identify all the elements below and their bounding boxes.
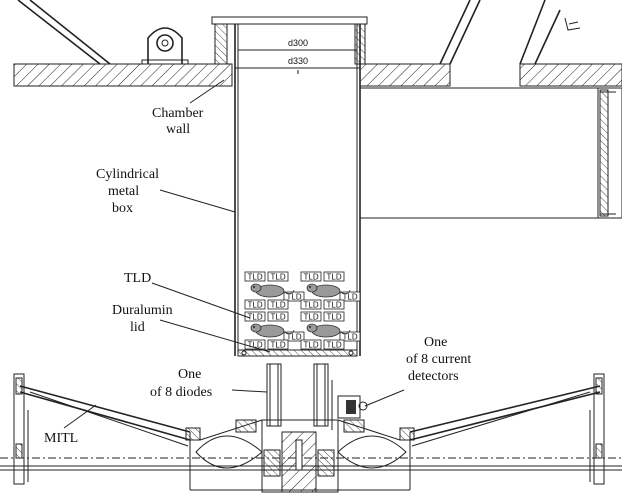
dim-outer-label: d330 <box>288 56 308 66</box>
animal-specimen <box>306 283 351 298</box>
svg-text:TLD: TLD <box>287 293 302 302</box>
duralumin-lid <box>237 349 358 357</box>
svg-text:Chamber: Chamber <box>152 106 204 121</box>
tld-badge: TLD <box>323 299 345 310</box>
label-diode: One of 8 diodes <box>150 367 268 400</box>
tld-badge: TLD <box>244 311 266 322</box>
svg-text:lid: lid <box>130 320 145 335</box>
tld-badge: TLD <box>267 311 289 322</box>
tld-badge: TLD <box>267 339 289 350</box>
animal-specimen <box>306 323 351 338</box>
svg-text:TLD: TLD <box>287 333 302 342</box>
svg-text:TLD: TLD <box>327 273 342 282</box>
animal-specimen <box>250 323 295 338</box>
svg-text:TLD: TLD <box>343 293 358 302</box>
tld-badge: TLD <box>300 339 322 350</box>
svg-text:of 8 diodes: of 8 diodes <box>150 385 212 400</box>
tld-badge: TLD <box>283 291 305 302</box>
svg-text:MITL: MITL <box>44 431 78 446</box>
label-mitl: MITL <box>44 404 97 446</box>
tld-badge: TLD <box>283 331 305 342</box>
svg-text:TLD: TLD <box>124 271 151 286</box>
tld-badge: TLD <box>323 271 345 282</box>
svg-text:TLD: TLD <box>248 313 263 322</box>
animal-specimen <box>250 283 295 298</box>
svg-text:One: One <box>424 335 447 350</box>
svg-text:TLD: TLD <box>248 273 263 282</box>
svg-text:TLD: TLD <box>343 333 358 342</box>
svg-text:TLD: TLD <box>304 341 319 350</box>
current-detector <box>331 380 368 430</box>
lifting-eye <box>141 27 189 65</box>
svg-text:TLD: TLD <box>271 301 286 310</box>
right-flange <box>597 87 622 219</box>
svg-text:Cylindrical: Cylindrical <box>96 167 159 182</box>
svg-text:TLD: TLD <box>304 313 319 322</box>
svg-text:TLD: TLD <box>248 301 263 310</box>
tld-badge: TLD <box>323 311 345 322</box>
svg-text:TLD: TLD <box>271 313 286 322</box>
dim-inner-label: d300 <box>288 38 308 48</box>
svg-text:TLD: TLD <box>304 301 319 310</box>
tld-badge: TLD <box>267 271 289 282</box>
label-chamber-wall: Chamber wall <box>152 79 225 137</box>
tld-badge: TLD <box>267 299 289 310</box>
label-current-detector: One of 8 current detectors <box>364 335 471 407</box>
label-tld: TLD <box>124 271 251 319</box>
tld-badge: TLD <box>300 299 322 310</box>
label-cylindrical-box: Cylindrical metal box <box>96 167 236 216</box>
svg-text:metal: metal <box>108 184 139 199</box>
svg-text:of 8 current: of 8 current <box>406 352 471 367</box>
tld-badge: TLD <box>244 271 266 282</box>
svg-text:TLD: TLD <box>304 273 319 282</box>
svg-text:TLD: TLD <box>271 273 286 282</box>
svg-text:detectors: detectors <box>408 369 459 384</box>
tld-badge: TLD <box>244 299 266 310</box>
tld-badge: TLD <box>300 271 322 282</box>
svg-text:TLD: TLD <box>327 313 342 322</box>
mitl-assembly <box>0 373 622 493</box>
label-duralumin-lid: Duralumin lid <box>112 303 271 353</box>
svg-text:TLD: TLD <box>248 341 263 350</box>
svg-text:One: One <box>178 367 201 382</box>
tld-badge: TLD <box>339 331 361 342</box>
svg-text:TLD: TLD <box>327 301 342 310</box>
tld-badge: TLD <box>339 291 361 302</box>
tld-badge: TLD <box>323 339 345 350</box>
svg-text:wall: wall <box>166 122 190 137</box>
chamber-wall <box>13 0 622 219</box>
svg-text:TLD: TLD <box>271 341 286 350</box>
svg-text:TLD: TLD <box>327 341 342 350</box>
svg-text:box: box <box>112 201 133 216</box>
diode-tubes <box>266 363 329 427</box>
svg-text:Duralumin: Duralumin <box>112 303 173 318</box>
tld-badge: TLD <box>300 311 322 322</box>
